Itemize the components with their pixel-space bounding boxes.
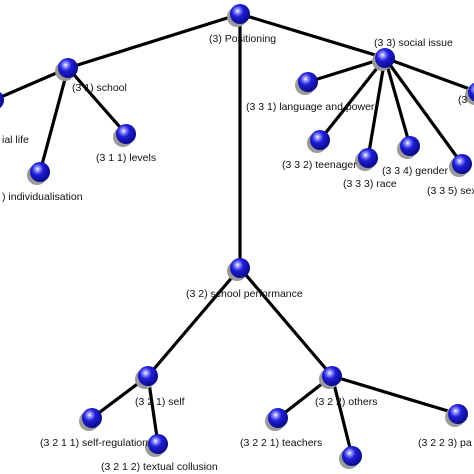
edge-social_issues-race xyxy=(366,56,387,160)
node-sphere xyxy=(298,72,318,92)
node-sphere xyxy=(448,404,468,424)
label-school_performance: (3 2) school performance xyxy=(186,288,303,300)
label-self: (3 2 1) self xyxy=(135,396,185,408)
node-textual_collusion[interactable] xyxy=(145,434,168,457)
node-sphere xyxy=(82,408,102,428)
node-sphere xyxy=(468,82,474,102)
node-sphere xyxy=(375,48,395,68)
node-school_performance[interactable] xyxy=(227,258,250,281)
node-sphere xyxy=(452,154,472,174)
node-race[interactable] xyxy=(355,148,378,171)
label-teenager: (3 3 2) teenager xyxy=(282,159,357,171)
node-pa[interactable] xyxy=(445,404,468,427)
node-sphere xyxy=(322,366,342,386)
label-sex: (3 3 5) sex xyxy=(427,185,474,197)
label-right_partial: (3 xyxy=(458,94,467,106)
node-sphere xyxy=(58,58,78,78)
node-sphere xyxy=(230,4,250,24)
node-positioning[interactable] xyxy=(227,4,250,27)
label-others: (3 2 2) others xyxy=(315,396,377,408)
node-individualisation[interactable] xyxy=(27,162,50,185)
node-sphere xyxy=(138,366,158,386)
edge-social_issues-gender xyxy=(383,56,412,148)
label-race: (3 3 3) race xyxy=(343,178,397,190)
node-sphere xyxy=(30,162,50,182)
edge-school-levels xyxy=(66,66,128,136)
node-gender[interactable] xyxy=(397,136,420,159)
node-sphere xyxy=(0,92,4,108)
label-language_power: (3 3 1) language and power xyxy=(246,101,375,113)
node-sphere xyxy=(400,136,420,156)
label-self_regulation: (3 2 1 1) self-regulation xyxy=(40,437,148,449)
labels: (3) Positioning (3 1) school ial life ) ind… xyxy=(2,33,474,473)
edge-school_performance-self xyxy=(146,266,242,378)
node-others[interactable] xyxy=(319,366,342,389)
node-sphere xyxy=(230,258,250,278)
node-others_child2[interactable] xyxy=(339,446,362,469)
nodes xyxy=(0,4,474,469)
label-gender: (3 3 4) gender xyxy=(382,165,448,177)
node-school[interactable] xyxy=(55,58,78,81)
label-positioning: (3) Positioning xyxy=(209,33,276,45)
node-right_partial[interactable] xyxy=(465,82,474,105)
node-teenager[interactable] xyxy=(307,130,330,153)
label-social_life: ial life xyxy=(2,134,29,146)
edge-school-individualisation xyxy=(38,66,70,174)
node-sphere xyxy=(116,124,136,144)
node-sex[interactable] xyxy=(449,154,472,177)
node-sphere xyxy=(358,148,378,168)
edges xyxy=(0,12,474,458)
node-sphere xyxy=(342,446,362,466)
node-sphere xyxy=(148,434,168,454)
node-self[interactable] xyxy=(135,366,158,389)
edge-school_performance-others xyxy=(238,266,334,378)
node-sphere xyxy=(268,408,288,428)
label-school: (3 1) school xyxy=(72,82,127,94)
edge-others-pa xyxy=(330,374,460,416)
edge-social_issues-sex xyxy=(383,56,464,166)
node-self_regulation[interactable] xyxy=(79,408,102,431)
label-pa: (3 2 2 3) pa xyxy=(418,437,472,449)
edge-social_issues-teenager xyxy=(318,56,387,142)
edge-positioning-school xyxy=(66,12,242,70)
label-individualisation: ) individualisation xyxy=(2,191,83,203)
label-social_issues: (3 3) social issue xyxy=(374,37,453,49)
label-levels: (3 1 1) levels xyxy=(96,152,156,164)
edge-positioning-social_issues xyxy=(238,12,387,60)
node-social_issues[interactable] xyxy=(372,48,395,71)
node-teachers[interactable] xyxy=(265,408,288,431)
node-sphere xyxy=(310,130,330,150)
label-teachers: (3 2 2 1) teachers xyxy=(240,437,322,449)
node-social_life[interactable] xyxy=(0,90,4,113)
edge-others-others_child2 xyxy=(330,374,354,458)
node-language_power[interactable] xyxy=(295,72,318,95)
label-textual_collusion: (3 2 1 2) textual collusion xyxy=(101,461,218,473)
node-levels[interactable] xyxy=(113,124,136,147)
edge-social_issues-right_partial xyxy=(383,56,474,93)
